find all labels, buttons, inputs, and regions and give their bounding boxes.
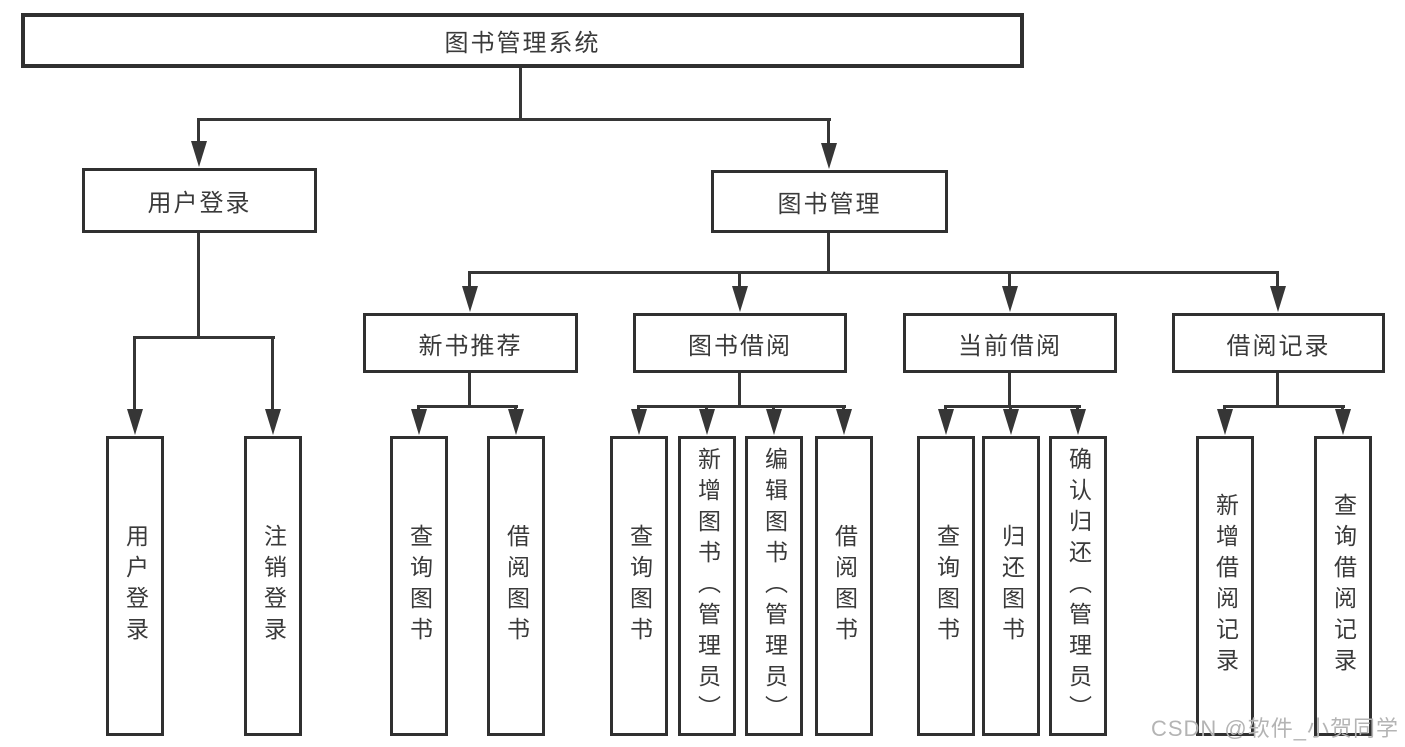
- connector-line: [468, 271, 471, 289]
- connector-line: [1008, 373, 1011, 407]
- arrowhead-down-icon: [265, 409, 281, 435]
- node-label: 归还图书: [998, 524, 1025, 648]
- connector-line: [1276, 271, 1279, 289]
- arrowhead-down-icon: [631, 409, 647, 435]
- connector-line: [514, 405, 517, 412]
- arrowhead-down-icon: [127, 409, 143, 435]
- connector-line: [197, 118, 831, 121]
- node-label: 用户登录: [122, 524, 149, 648]
- connector-line: [1076, 405, 1079, 412]
- leaf-borrow-books: 借阅图书: [815, 436, 873, 736]
- leaf-borrow-books-recommend: 借阅图书: [487, 436, 545, 736]
- node-new-book-recommendation: 新书推荐: [363, 313, 578, 373]
- arrowhead-down-icon: [732, 286, 748, 312]
- node-label: 新增借阅记录: [1212, 493, 1239, 679]
- connector-line: [417, 405, 518, 408]
- node-label: 借阅记录: [1226, 332, 1331, 360]
- arrowhead-down-icon: [462, 286, 478, 312]
- node-label: 注销登录: [260, 524, 287, 648]
- arrowhead-down-icon: [836, 409, 852, 435]
- node-current-borrowing: 当前借阅: [903, 313, 1117, 373]
- node-book-borrowing: 图书借阅: [633, 313, 847, 373]
- connector-line: [1008, 271, 1011, 289]
- connector-line: [197, 233, 200, 338]
- connector-line: [1223, 405, 1345, 408]
- arrowhead-down-icon: [411, 409, 427, 435]
- node-label: 当前借阅: [958, 332, 1062, 360]
- arrowhead-down-icon: [1270, 286, 1286, 312]
- connector-line: [637, 405, 846, 408]
- connector-line: [1276, 373, 1279, 407]
- arrowhead-down-icon: [1217, 409, 1233, 435]
- connector-line: [772, 405, 775, 412]
- arrowhead-down-icon: [508, 409, 524, 435]
- node-label: 编辑图书（管理员）: [761, 446, 788, 726]
- node-label: 查询图书: [933, 524, 960, 648]
- leaf-add-borrow-record: 新增借阅记录: [1196, 436, 1254, 736]
- connector-line: [468, 373, 471, 407]
- arrowhead-down-icon: [1002, 286, 1018, 312]
- node-label: 新书推荐: [418, 332, 523, 360]
- node-book-management: 图书管理: [711, 170, 948, 233]
- node-library-management-system: 图书管理系统: [21, 13, 1024, 68]
- arrowhead-down-icon: [1335, 409, 1351, 435]
- node-label: 图书管理系统: [444, 30, 601, 57]
- arrowhead-down-icon: [1070, 409, 1086, 435]
- arrowhead-down-icon: [821, 143, 837, 169]
- connector-line: [705, 405, 708, 412]
- leaf-user-login: 用户登录: [106, 436, 164, 736]
- node-label: 查询借阅记录: [1330, 493, 1357, 679]
- connector-line: [738, 373, 741, 407]
- connector-line: [417, 405, 420, 412]
- connector-line: [197, 118, 200, 145]
- connector-line: [468, 271, 1279, 274]
- connector-line: [944, 405, 1081, 408]
- leaf-query-borrow-record: 查询借阅记录: [1314, 436, 1372, 736]
- connector-line: [133, 336, 275, 339]
- connector-line: [1223, 405, 1226, 412]
- connector-line: [738, 271, 741, 289]
- node-label: 图书管理: [777, 191, 882, 218]
- arrowhead-down-icon: [766, 409, 782, 435]
- leaf-query-books-borrowing: 查询图书: [610, 436, 668, 736]
- node-label: 借阅图书: [831, 524, 858, 648]
- leaf-query-books-current: 查询图书: [917, 436, 975, 736]
- arrowhead-down-icon: [699, 409, 715, 435]
- arrowhead-down-icon: [938, 409, 954, 435]
- node-label: 借阅图书: [503, 524, 530, 648]
- node-label: 查询图书: [406, 524, 433, 648]
- node-label: 查询图书: [626, 524, 653, 648]
- connector-line: [944, 405, 947, 412]
- node-user-login: 用户登录: [82, 168, 317, 233]
- leaf-edit-books-admin: 编辑图书（管理员）: [745, 436, 803, 736]
- csdn-watermark: CSDN @软件_小贺同学: [1150, 716, 1399, 741]
- connector-line: [1009, 405, 1012, 412]
- node-label: 图书借阅: [688, 332, 792, 360]
- leaf-confirm-return-admin: 确认归还（管理员）: [1049, 436, 1107, 736]
- connector-line: [827, 118, 830, 147]
- arrowhead-down-icon: [1003, 409, 1019, 435]
- node-label: 新增图书（管理员）: [694, 446, 721, 726]
- connector-line: [637, 405, 640, 412]
- node-borrowing-records: 借阅记录: [1172, 313, 1385, 373]
- leaf-return-books: 归还图书: [982, 436, 1040, 736]
- node-label: 确认归还（管理员）: [1065, 446, 1092, 726]
- connector-line: [519, 68, 522, 118]
- node-label: 用户登录: [147, 190, 252, 217]
- connector-line: [271, 336, 274, 412]
- connector-line: [827, 233, 830, 273]
- leaf-query-books-recommend: 查询图书: [390, 436, 448, 736]
- arrowhead-down-icon: [191, 141, 207, 167]
- leaf-logout: 注销登录: [244, 436, 302, 736]
- connector-line: [133, 336, 136, 412]
- connector-line: [842, 405, 845, 412]
- connector-line: [1341, 405, 1344, 412]
- leaf-add-books-admin: 新增图书（管理员）: [678, 436, 736, 736]
